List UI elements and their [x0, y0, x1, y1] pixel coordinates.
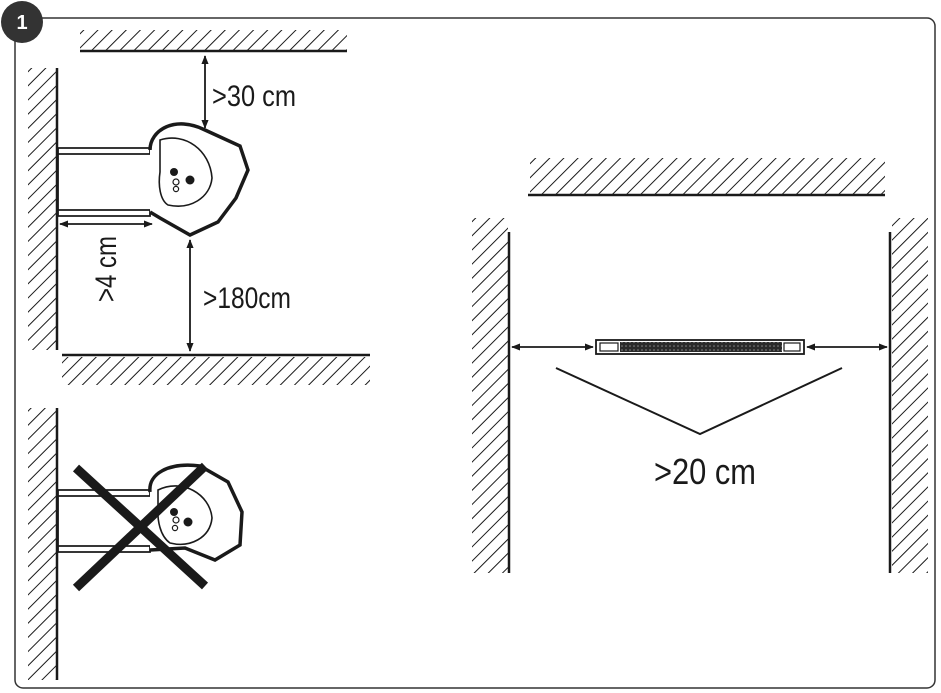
step-number: 1 [16, 12, 27, 34]
wall-hatch-icon [28, 68, 59, 350]
floor-clearance-label: >180cm [203, 282, 291, 315]
side-view-incorrect [28, 408, 244, 680]
left-wall-hatch-icon [472, 218, 511, 573]
right-wall-hatch-icon [888, 218, 928, 573]
heater-side-view-icon [57, 122, 250, 237]
ceiling-clearance-label: >30 cm [212, 80, 296, 113]
heater-front-bar-icon [595, 339, 805, 355]
floor-hatch-icon [62, 353, 370, 385]
prohibited-cross-icon [72, 462, 209, 592]
step-badge: 1 [1, 1, 43, 43]
side-clearance-label: >20 cm [654, 451, 756, 492]
ceiling-hatch-icon [80, 30, 347, 53]
side-view-correct: >30 cm >4 cm >180cm [28, 30, 370, 385]
figure-frame [14, 17, 936, 689]
front-view: >20 cm [472, 158, 928, 573]
leader-lines-icon [555, 367, 843, 436]
step-badge-icon [1, 1, 43, 43]
wall-hatch-icon [28, 408, 59, 680]
ceiling-hatch-icon [528, 158, 885, 197]
wall-offset-label: >4 cm [90, 236, 123, 302]
